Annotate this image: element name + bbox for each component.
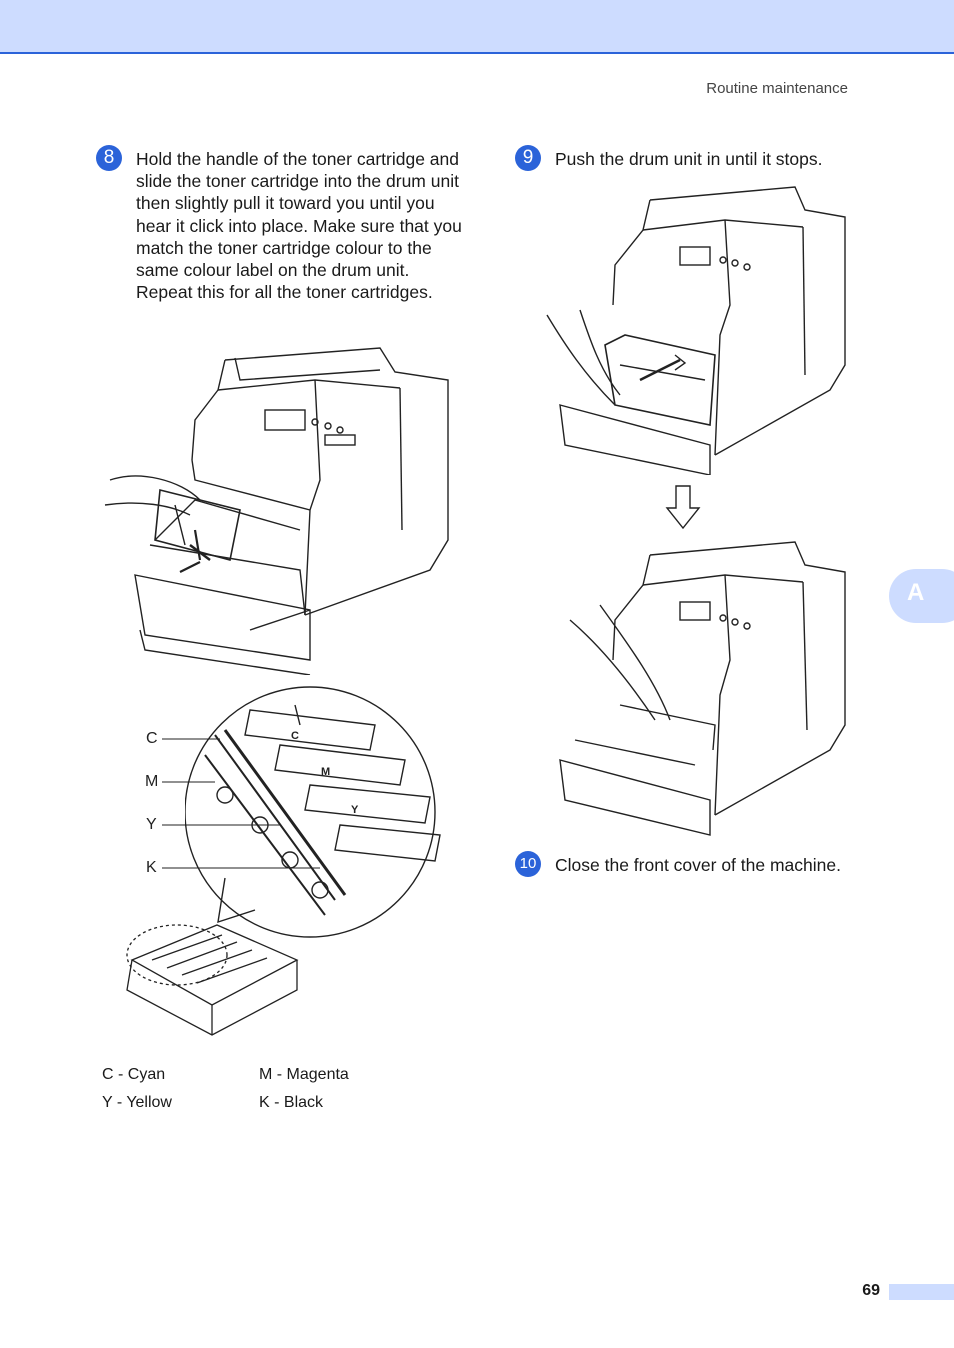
callout-c: C <box>146 730 158 747</box>
printer-insert-toner-illustration <box>104 347 449 675</box>
callout-k: K <box>146 859 157 876</box>
step-8-badge: 8 <box>96 145 122 171</box>
printer-drum-installed-illustration <box>559 541 846 836</box>
zoom-pointer <box>217 877 256 924</box>
appendix-tab-label: A <box>907 579 925 606</box>
cartridge-label-y: Y <box>351 804 359 816</box>
callout-y: Y <box>146 816 157 833</box>
next-arrow-icon <box>665 485 701 530</box>
callout-leader-lines <box>162 738 320 869</box>
step-10-badge: 10 <box>515 851 541 877</box>
cartridge-label-m: M <box>321 766 330 778</box>
printer-push-drum-illustration <box>546 186 846 475</box>
legend-cyan: C - Cyan <box>102 1066 166 1083</box>
step-8-text: Hold the handle of the toner cartridge a… <box>136 149 462 303</box>
appendix-tab: A <box>889 569 954 623</box>
callout-m: M <box>145 773 159 790</box>
cartridge-label-k: K <box>381 842 389 854</box>
legend-yellow: Y - Yellow <box>102 1094 172 1111</box>
black-cartridge <box>334 824 441 862</box>
step-9-badge: 9 <box>515 145 541 171</box>
magenta-cartridge <box>274 744 406 786</box>
drum-unit-illustration <box>126 924 299 1036</box>
cyan-cartridge <box>244 704 376 751</box>
step-9-text: Push the drum unit in until it stops. <box>555 149 823 169</box>
section-title: Routine maintenance <box>706 80 848 97</box>
step-10-text: Close the front cover of the machine. <box>555 855 841 875</box>
header-band <box>0 0 954 54</box>
footer-band <box>889 1284 954 1300</box>
cartridge-label-c: C <box>291 730 299 742</box>
page-number: 69 <box>862 1282 880 1299</box>
yellow-cartridge <box>304 784 431 824</box>
legend-magenta: M - Magenta <box>259 1066 349 1083</box>
cartridge-color-detail-illustration: C M Y K <box>185 686 441 938</box>
legend-black: K - Black <box>259 1094 324 1111</box>
